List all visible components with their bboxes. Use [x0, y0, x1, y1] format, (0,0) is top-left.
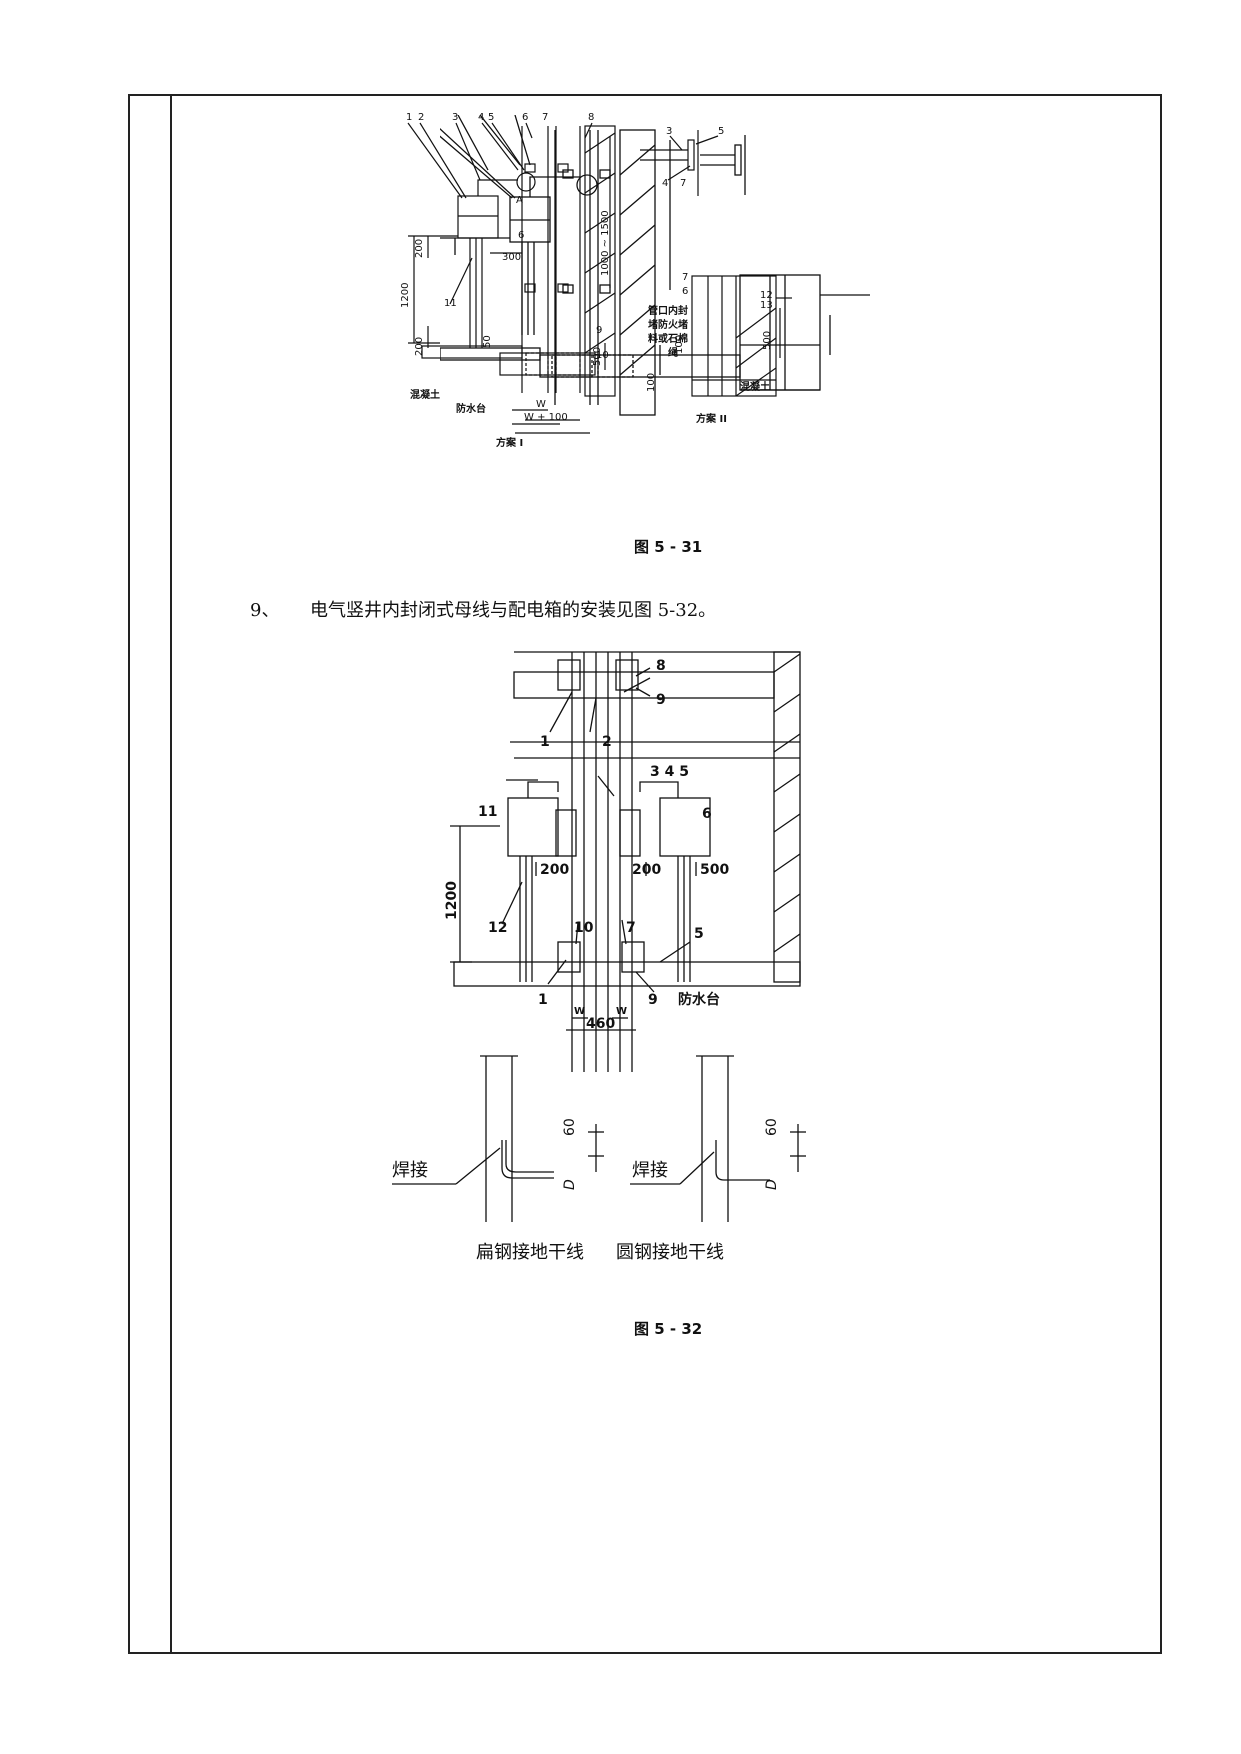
fig531-dim-500: 500	[592, 347, 603, 366]
fig531-s2-dim-100a: 100	[674, 335, 685, 354]
fig532-flat-label: 扁钢接地干线	[476, 1242, 584, 1263]
fig531-lab-1: 1	[406, 112, 412, 123]
figure-5-31-caption: 图 5 - 31	[634, 538, 703, 556]
fig531-s2-7: 7	[682, 272, 688, 283]
figure-5-32-caption: 图 5 - 32	[634, 1320, 703, 1338]
fig531-s2-note-3: 料或石棉	[648, 332, 688, 345]
fig531-concrete: 混凝土	[410, 388, 440, 401]
fig531-scheme1: 方案 I	[496, 436, 523, 449]
fig531-s2-note-2: 堵防火堵	[648, 318, 688, 331]
fig532-label-6: 6	[702, 806, 712, 822]
fig532-dim-w2: W	[616, 1006, 627, 1017]
fig532-weld-1: 焊接	[392, 1160, 428, 1181]
fig531-dim-1200: 1200	[400, 283, 411, 308]
fig531-s2-6: 6	[682, 286, 688, 297]
fig531-s2-dim-100b: 100	[646, 373, 657, 392]
fig531-dim-1000-1500: 1000 ~ 1500	[600, 210, 611, 276]
fig531-waterproof: 防水台	[456, 402, 486, 415]
fig532-dim-60b: 60	[764, 1118, 780, 1136]
fig532-label-9: 9	[648, 992, 658, 1008]
fig531-label-a: A	[516, 195, 523, 206]
fig532-weld-2: 焊接	[632, 1160, 668, 1181]
fig532-label-7: 7	[626, 920, 636, 936]
fig532-top-9: 9	[656, 692, 666, 708]
fig532-dim-d1: D	[562, 1179, 578, 1190]
fig532-top-1: 1	[540, 734, 550, 750]
fig531-s2-13: 13	[760, 300, 773, 311]
fig532-dim-200b: 200	[632, 862, 661, 878]
fig531-lab-8: 8	[588, 112, 594, 123]
fig532-top-2: 2	[602, 734, 612, 750]
fig531-dim-w100: W + 100	[524, 412, 568, 423]
fig532-dim-60a: 60	[562, 1118, 578, 1136]
fig531-label-9: 9	[596, 325, 602, 336]
fig531-s2-12: 12	[760, 290, 773, 301]
fig531-dim-w: W	[536, 399, 546, 410]
fig531-s2-note-1: 管口内封	[648, 304, 688, 317]
figure-5-31-texts: 1 2 3 4 5 6 7 8 A 200 1200 300 200 50 10…	[400, 108, 860, 498]
fig532-waterproof: 防水台	[678, 991, 720, 1008]
frame-divider	[170, 94, 172, 1654]
fig531-s2-note-4: 绳	[668, 346, 678, 359]
item-9-text: 电气竖井内封闭式母线与配电箱的安装见图 5-32。	[310, 600, 717, 621]
page-frame	[128, 94, 1162, 1654]
fig532-label-11: 11	[478, 804, 497, 820]
fig532-dim-500: 500	[700, 862, 729, 878]
fig532-label-10: 10	[574, 920, 594, 936]
fig531-lab-3: 3	[452, 112, 458, 123]
fig531-label-6: 6	[518, 230, 524, 241]
fig531-detail-4: 4	[662, 178, 668, 189]
fig531-dim-200-top: 200	[414, 239, 425, 258]
fig532-top-8: 8	[656, 658, 666, 674]
fig532-dim-w1: W	[574, 1006, 585, 1017]
fig531-label-10: 10	[596, 350, 609, 361]
fig531-lab-6: 6	[522, 112, 528, 123]
fig531-s2-dim-500: 500	[762, 331, 773, 350]
fig531-lab-7: 7	[542, 112, 548, 123]
fig532-dim-1200: 1200	[444, 881, 460, 920]
fig531-dim-200-bottom: 200	[414, 337, 425, 356]
fig532-dim-d2: D	[764, 1179, 780, 1190]
fig531-detail-7: 7	[680, 178, 686, 189]
item-9-number: 9、	[250, 600, 280, 621]
fig532-dim-200a: 200	[540, 862, 569, 878]
figure-5-32: 1 2 8 9 3 4 5 11 6 12 10 7 5 1 9 200 200…	[360, 632, 970, 1452]
fig532-label-12: 12	[488, 920, 507, 936]
fig532-label-1: 1	[538, 992, 548, 1008]
fig531-s2-concrete: 混凝土	[740, 380, 770, 393]
fig532-dim-460: 460	[586, 1016, 615, 1032]
fig531-scheme2: 方案 II	[696, 412, 727, 425]
item-9: 9、 电气竖井内封闭式母线与配电箱的安装见图 5-32。	[250, 596, 716, 622]
fig531-lab-5: 5	[488, 112, 494, 123]
fig531-lab-2: 2	[418, 112, 424, 123]
fig531-detail-3: 3	[666, 126, 672, 137]
fig531-detail-5: 5	[718, 126, 724, 137]
fig532-label-5: 5	[694, 926, 704, 942]
fig531-lab-4: 4	[478, 112, 484, 123]
fig532-label-345: 3 4 5	[650, 764, 689, 780]
fig532-round-label: 圆钢接地干线	[616, 1242, 724, 1263]
fig531-dim-300: 300	[502, 252, 521, 263]
fig531-dim-50: 50	[482, 335, 493, 348]
